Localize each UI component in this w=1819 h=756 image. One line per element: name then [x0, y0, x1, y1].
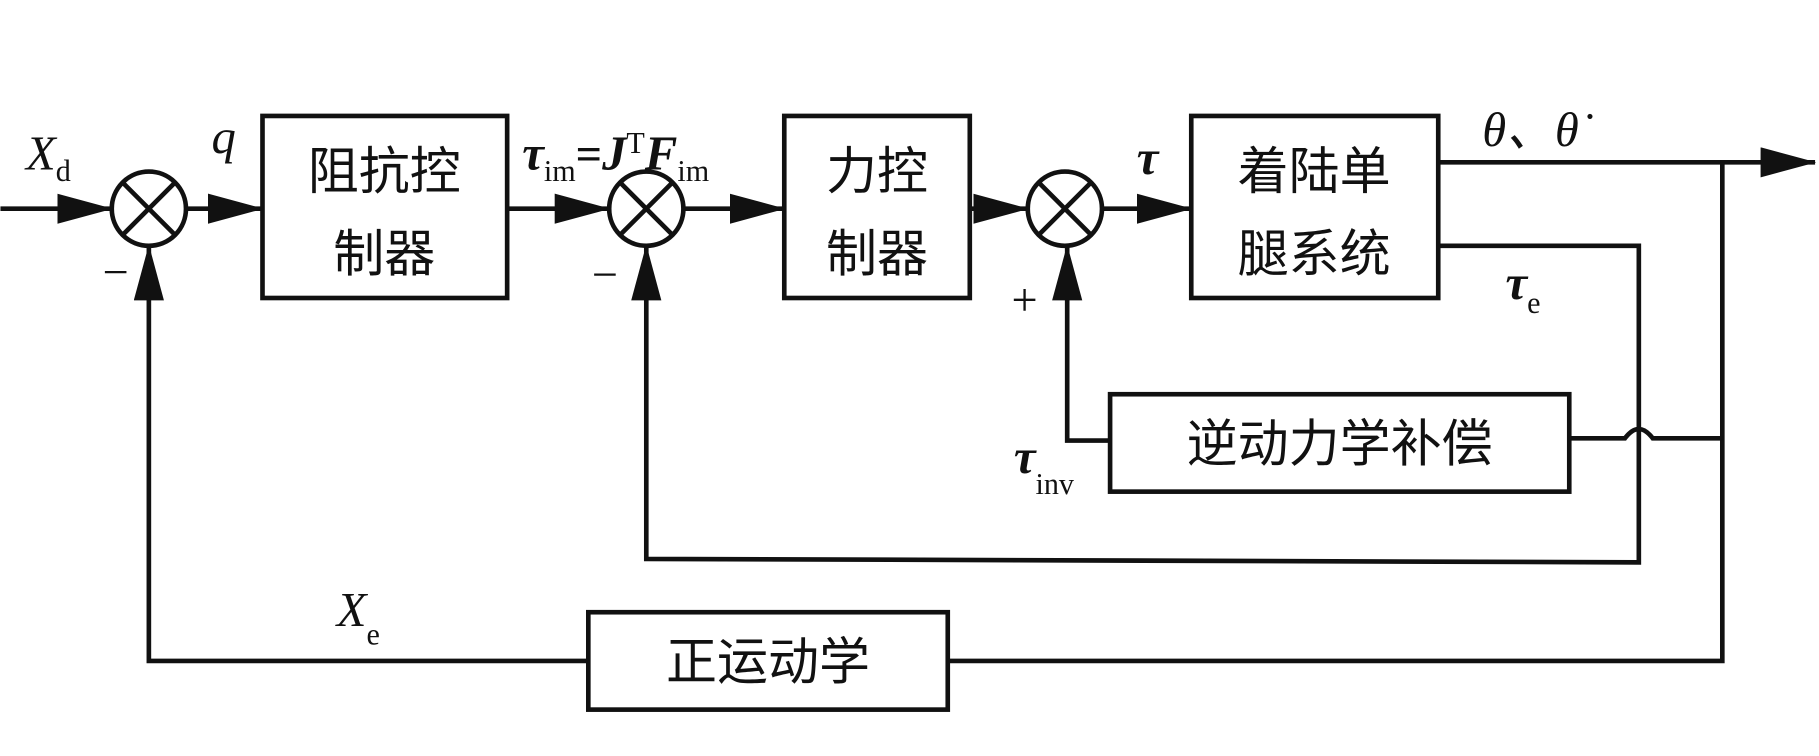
block-label: 正运动学	[666, 633, 870, 692]
q-label: q	[211, 110, 235, 164]
xe-feedback-line	[133, 244, 589, 664]
xe-label: Xe	[335, 583, 380, 652]
tau-inv-label: τinv	[1014, 430, 1075, 501]
sum1-minus-sign: −	[102, 248, 128, 299]
landing-leg-system-block: 着陆单 腿系统	[1188, 113, 1441, 301]
position-feedback-line	[947, 162, 1725, 664]
tau-e-label: τe	[1505, 256, 1540, 320]
theta-label: θ、θ̇	[1482, 103, 1593, 157]
summing-junction-3	[1025, 169, 1105, 249]
force-controller-block: 力控 制器	[781, 113, 973, 301]
summing-junction-2	[606, 169, 686, 249]
xd-label: Xd	[24, 126, 71, 188]
inverse-dynamics-compensation-block: 逆动力学补偿	[1107, 391, 1572, 494]
block-label: 制器	[826, 225, 928, 284]
block-label: 逆动力学补偿	[1187, 415, 1493, 474]
inverse-dynamics-input-line	[1569, 426, 1723, 441]
block-label: 制器	[333, 225, 435, 284]
tau-label: τ	[1137, 131, 1160, 185]
summing-junction-1	[109, 169, 189, 249]
forward-kinematics-block: 正运动学	[585, 609, 951, 712]
block-label: 着陆单	[1238, 143, 1391, 202]
tau-e-feedback-line	[631, 243, 1642, 565]
impedance-controller-block: 阻抗控 制器	[260, 113, 510, 301]
block-label: 力控	[826, 143, 928, 202]
sum2-minus-sign: −	[592, 250, 618, 301]
sum3-plus-sign: +	[1012, 275, 1038, 326]
tau-im-label: τim=JTFim	[522, 126, 709, 188]
tau-inv-line	[1052, 244, 1111, 443]
block-label: 腿系统	[1238, 225, 1391, 284]
block-label: 阻抗控	[308, 143, 461, 202]
